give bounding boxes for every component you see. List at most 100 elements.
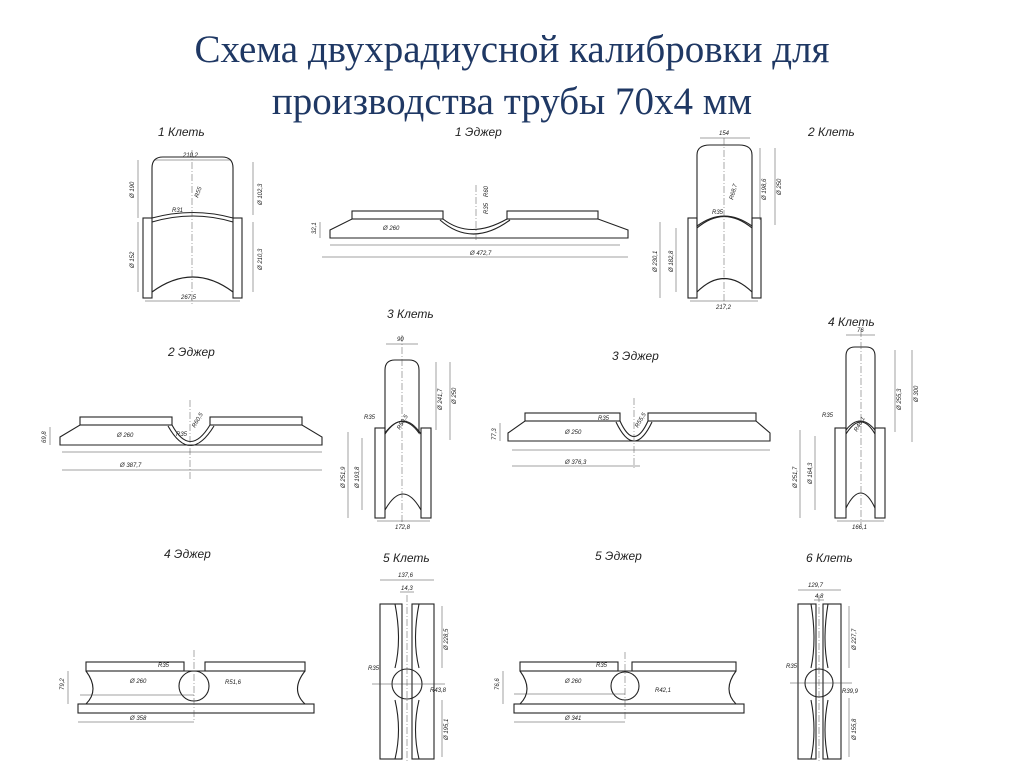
edger-2-dim: Ø 260	[116, 433, 134, 439]
edger-5-label: 5 Эджер	[595, 549, 642, 563]
edger-1-dim: Ø 260	[382, 226, 400, 232]
stand-1-dim: Ø 102,3	[258, 183, 264, 206]
stand-2-right-flange	[751, 217, 762, 299]
edger-2-pass	[167, 425, 215, 446]
edger-4-label: 4 Эджер	[164, 547, 211, 561]
stand-1-upper-roll	[151, 156, 234, 219]
stand-5-dim: 137,6	[398, 573, 414, 579]
stand-1-dim: R55	[194, 186, 204, 199]
edger-1-dim: Ø 472,7	[469, 251, 492, 257]
edger-1-dim: 32,1	[312, 222, 318, 234]
stand-6-right-roll	[822, 603, 842, 760]
stand-4-dim: Ø 251,7	[793, 466, 799, 489]
stand-2-upper-roll	[696, 144, 753, 228]
edger-4-roll-base	[77, 703, 315, 714]
edger-1-pass	[439, 219, 511, 235]
stand-6-drawing: 6 Клеть 129,7 4,8 R35 R39,9 Ø 227,7 Ø 15…	[786, 551, 859, 762]
stand-6-left-roll	[797, 603, 817, 760]
stand-3-label: 3 Клеть	[387, 307, 434, 321]
stand-3-dim: R35	[364, 415, 376, 421]
edger-4-dim: 79,2	[60, 678, 66, 690]
stand-4-dim: 166,1	[852, 525, 867, 531]
stand-1-dim: 210,2	[182, 153, 199, 159]
stand-1-dim: Ø 190	[130, 181, 136, 199]
stand-4-right-flange	[874, 427, 886, 519]
stand-2-dim: R68,7	[729, 183, 739, 201]
stand-2-dim: Ø 182,8	[669, 250, 675, 273]
edger-5-drawing: 5 Эджер 76,6 Ø 260 Ø 341 R35 R42,1	[495, 549, 745, 723]
edger-4-flanges	[85, 670, 306, 705]
edger-4-left-roll-top	[85, 661, 185, 672]
edger-5-dim: Ø 341	[564, 716, 581, 722]
edger-2-drawing: 2 Эджер 69,8 Ø 260 Ø 387,7 R35 R60,5	[42, 345, 323, 480]
edger-5-dim: Ø 260	[564, 679, 582, 685]
edger-2-dim: 69,8	[42, 431, 48, 443]
stand-5-roll-profiles	[394, 603, 420, 760]
stand-4-upper-roll	[845, 346, 876, 432]
stand-3-dim: Ø 250	[452, 387, 458, 405]
stand-5-dim: 14,3	[401, 586, 413, 592]
edger-4-drawing: 4 Эджер 79,2 Ø 260 Ø 358 R35 R51,6	[60, 547, 315, 723]
stand-3-upper-roll	[384, 359, 420, 435]
edger-1-roll-body	[329, 218, 629, 239]
stand-5-label: 5 Клеть	[383, 551, 430, 565]
stand-5-dim: Ø 195,1	[444, 719, 450, 741]
stand-2-drawing: 2 Клеть 154 R68,7 R35 Ø 198,6 Ø 250 Ø 23…	[653, 125, 855, 311]
stand-1-dim: 267,5	[180, 295, 197, 301]
stand-2-dim: Ø 250	[777, 178, 783, 196]
edger-4-dim: R35	[158, 663, 170, 669]
edger-1-drawing: 1 Эджер 32,1 Ø 260 Ø 472,7 R35 R60	[312, 125, 629, 258]
stand-6-dim: 129,7	[808, 583, 824, 589]
stand-2-left-flange	[687, 217, 698, 299]
stand-4-dim: R48,1	[854, 416, 867, 433]
stand-3-left-flange	[374, 427, 386, 519]
stand-2-dim: 217,2	[715, 305, 732, 311]
edger-2-roll-body	[59, 424, 323, 446]
edger-2-label: 2 Эджер	[167, 345, 215, 359]
stand-2-dim: Ø 198,6	[762, 178, 768, 201]
edger-2-left-roll-top	[79, 416, 173, 426]
edger-3-right-roll-top	[647, 412, 757, 422]
stand-4-dim: 76	[857, 328, 864, 334]
stand-2-lower-roll	[696, 216, 753, 293]
stand-3-dim: 90	[397, 337, 404, 343]
edger-5-flanges	[519, 670, 737, 705]
edger-1-left-roll-top	[351, 210, 444, 220]
stand-6-dim: 4,8	[815, 594, 824, 600]
stand-1-lower-roll	[151, 215, 234, 293]
edger-3-dim: 77,3	[492, 428, 498, 440]
edger-3-label: 3 Эджер	[612, 349, 659, 363]
stand-5-dim: R35	[368, 666, 380, 672]
stand-1-dim: Ø 152	[130, 251, 136, 269]
stand-1-dim: Ø 210,3	[258, 248, 264, 271]
edger-4-dim: Ø 358	[129, 716, 147, 722]
stand-4-dim: R35	[822, 413, 834, 419]
stand-5-dim: Ø 228,5	[444, 628, 450, 651]
edger-4-dim: Ø 260	[129, 679, 147, 685]
edger-3-roll-body	[507, 420, 771, 442]
stand-1-left-flange	[142, 217, 153, 299]
slide-title-line-1: Схема двухрадиусной калибровки для	[194, 28, 830, 71]
stand-6-dim: Ø 155,8	[852, 718, 858, 741]
edger-2-right-roll-top	[209, 416, 303, 426]
edger-1-dim: R35	[484, 202, 490, 214]
stand-3-lower-roll	[384, 420, 422, 511]
stand-3-dim: Ø 241,7	[438, 388, 444, 411]
edger-2-dim: Ø 387,7	[119, 463, 142, 469]
stand-4-drawing: 4 Клеть 76 R35 R48,1 Ø 255,3 Ø 300 Ø 251…	[793, 315, 920, 531]
stand-3-right-flange	[420, 427, 432, 519]
slide-title: Схема двухрадиусной калибровки для произ…	[0, 24, 1024, 128]
stand-6-dim: R35	[786, 664, 798, 670]
stand-6-dim: R39,9	[842, 689, 859, 695]
stand-5-left-roll	[379, 603, 403, 760]
edger-4-right-roll-top	[204, 661, 306, 672]
stand-3-dim: Ø 251,9	[341, 466, 347, 489]
stand-5-dim: R43,8	[430, 688, 447, 694]
stand-4-dim: Ø 255,3	[897, 388, 903, 411]
stand-1-drawing: 1 Клеть 210,2 Ø 190 Ø 152 R31 R55 Ø 102,…	[130, 125, 264, 305]
stand-4-left-flange	[834, 427, 847, 519]
edger-3-dim: R55,5	[635, 412, 649, 429]
edger-3-drawing: 3 Эджер 77,3 Ø 250 Ø 376,3 R35 R55,5	[492, 349, 771, 470]
edger-3-dim: R35	[598, 416, 610, 422]
